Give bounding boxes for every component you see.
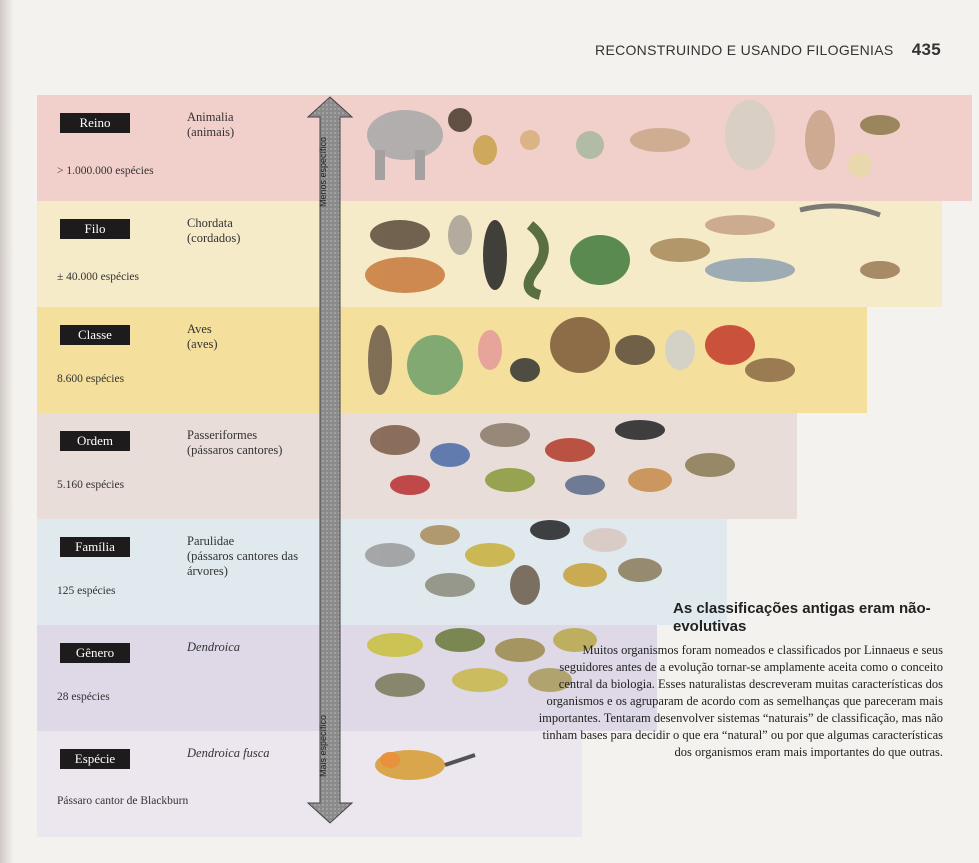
- species-count: Pássaro cantor de Blackburn: [57, 795, 188, 807]
- arrow-label-bottom: Mais específico: [318, 715, 328, 777]
- rank-label: Filo: [60, 219, 130, 239]
- sidebar-essay: As classificações antigas eram não-evolu…: [533, 600, 943, 761]
- animals-illustration: [367, 100, 900, 180]
- chordates-illustration: [365, 206, 900, 295]
- rank-label: Família: [60, 537, 130, 557]
- warblers-family-illustration: [365, 520, 662, 605]
- rank-label: Gênero: [60, 643, 130, 663]
- header-title: RECONSTRUINDO E USANDO FILOGENIAS: [595, 42, 894, 58]
- running-header: RECONSTRUINDO E USANDO FILOGENIAS 435: [595, 40, 941, 60]
- passerines-illustration: [370, 420, 735, 495]
- arrow-label-top: Menos específico: [318, 137, 328, 207]
- page-edge-shadow: [0, 0, 14, 863]
- rank-label: Espécie: [60, 749, 130, 769]
- birds-class-illustration: [368, 317, 795, 395]
- blackburnian-warbler-illustration: [375, 750, 475, 780]
- species-count: 8.600 espécies: [57, 373, 124, 385]
- rank-label: Reino: [60, 113, 130, 133]
- species-count: > 1.000.000 espécies: [57, 165, 154, 177]
- species-count: 28 espécies: [57, 691, 110, 703]
- rank-label: Ordem: [60, 431, 130, 451]
- species-count: 5.160 espécies: [57, 479, 124, 491]
- essay-heading: As classificações antigas eram não-evolu…: [673, 600, 943, 636]
- species-count: ± 40.000 espécies: [57, 271, 139, 283]
- page-number: 435: [912, 40, 941, 59]
- specificity-arrow: Menos específico Mais específico: [305, 95, 355, 825]
- rank-label: Classe: [60, 325, 130, 345]
- species-count: 125 espécies: [57, 585, 115, 597]
- essay-body: Muitos organismos foram nomeados e class…: [533, 642, 943, 761]
